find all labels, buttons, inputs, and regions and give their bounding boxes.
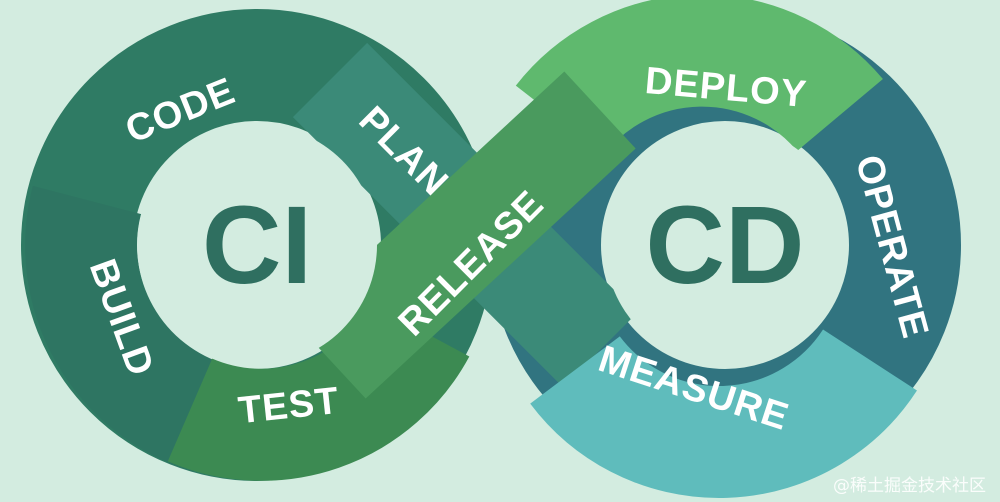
ci-hub — [137, 125, 377, 365]
cd-hub — [605, 125, 845, 365]
stage-release-segment — [294, 71, 636, 399]
stage-build-segment — [25, 185, 228, 472]
stage-deploy-segment — [515, 0, 883, 156]
ci-label: CI — [202, 184, 312, 307]
cd-label: CD — [646, 184, 805, 307]
watermark: @稀土掘金技术社区 — [833, 476, 986, 496]
stage-measure-segment — [530, 328, 917, 498]
